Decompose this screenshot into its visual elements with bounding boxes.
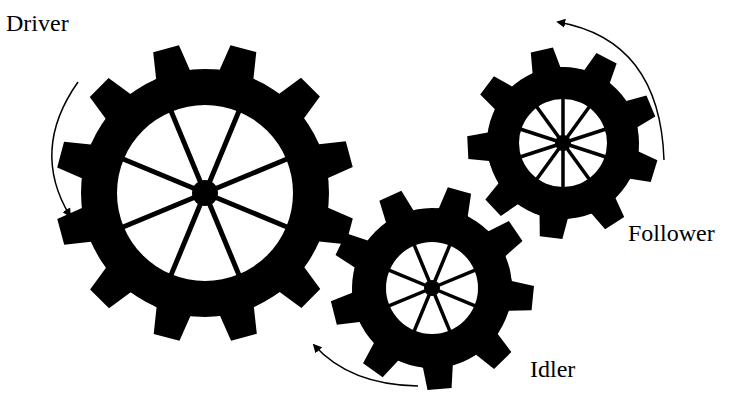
- gear-label: Idler: [530, 356, 575, 382]
- gear-hub: [192, 180, 218, 206]
- gear-body: [331, 187, 534, 390]
- gear-spoke: [205, 159, 288, 193]
- gear: [467, 48, 657, 239]
- rotation-arrow: [52, 82, 78, 216]
- gear: [331, 187, 534, 390]
- gear-body: [57, 45, 353, 341]
- gear-spoke: [122, 193, 205, 227]
- gear-label: Driver: [6, 10, 69, 36]
- gear-opening: [117, 105, 293, 281]
- rotation-arrow: [558, 22, 664, 160]
- gear-opening: [386, 242, 478, 334]
- rotation-arrow: [314, 345, 418, 386]
- gear-hub: [555, 135, 571, 151]
- gear-hub: [424, 280, 440, 296]
- gear-label: Follower: [628, 220, 715, 246]
- gear-body: [467, 48, 657, 239]
- gear: [57, 45, 353, 341]
- gear-spoke: [171, 110, 205, 193]
- gear-spoke: [205, 193, 239, 276]
